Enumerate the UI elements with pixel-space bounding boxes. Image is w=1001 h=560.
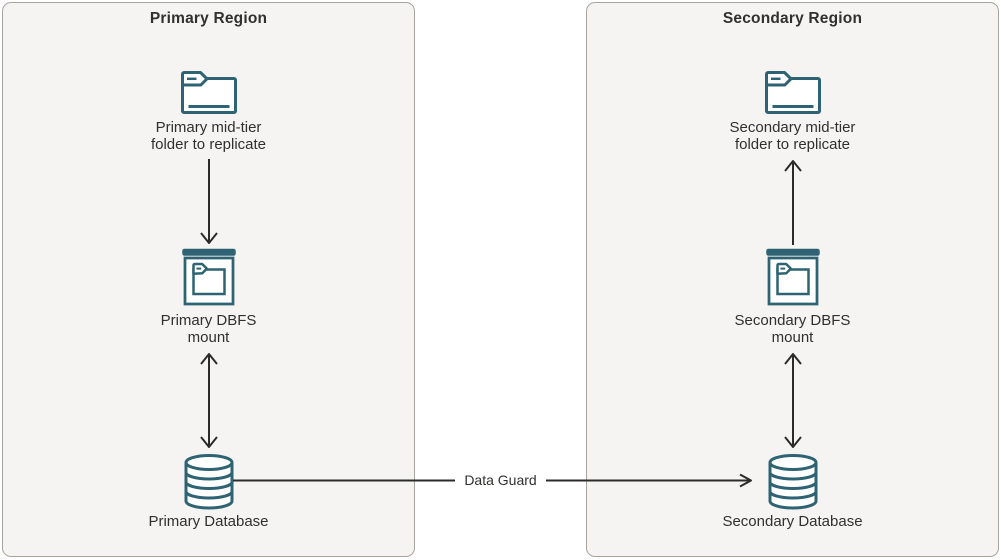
database-label: Secondary Database [587, 513, 998, 531]
database-icon [768, 454, 817, 510]
label-line: Secondary DBFS [734, 312, 851, 329]
mid-tier-folder-label: Primary mid-tier folder to replicate [3, 119, 414, 153]
arrow-up-down-icon [199, 353, 218, 448]
dbfs-mount-node [765, 248, 820, 312]
label-line: Secondary mid-tier [729, 119, 856, 136]
dbfs-mount-node [181, 248, 236, 312]
label-line: Primary mid-tier [155, 119, 262, 136]
folder-icon [180, 71, 237, 114]
data-guard-label: Data Guard [464, 472, 537, 488]
database-node [183, 453, 235, 515]
label-line: mount [187, 328, 230, 346]
label-line: Primary Database [148, 513, 269, 530]
arrow-up-icon [783, 160, 802, 245]
label-line: folder to replicate [150, 135, 267, 153]
dbfs-window-icon [765, 248, 820, 306]
dbfs-mount-label: Primary DBFS mount [3, 312, 414, 346]
database-node [767, 453, 819, 515]
dbfs-window-icon [181, 248, 236, 306]
primary-region-panel: Primary Region Primary mid-tier folder t… [2, 2, 415, 557]
label-line: Primary DBFS [160, 312, 257, 329]
database-icon [184, 454, 233, 510]
mid-tier-folder-node [764, 69, 821, 120]
mid-tier-folder-label: Secondary mid-tier folder to replicate [587, 119, 998, 153]
database-label: Primary Database [3, 513, 414, 531]
label-line: Secondary Database [722, 513, 863, 530]
folder-icon [764, 71, 821, 114]
label-line: folder to replicate [734, 135, 851, 153]
region-title: Primary Region [149, 10, 268, 27]
data-guard-connector [233, 473, 752, 488]
label-line: mount [771, 328, 814, 346]
arrow-up-down-icon [783, 353, 802, 448]
dbfs-mount-label: Secondary DBFS mount [587, 312, 998, 346]
secondary-region-panel: Secondary Region Secondary mid-tier fold… [586, 2, 999, 557]
region-title: Secondary Region [722, 10, 863, 27]
mid-tier-folder-node [180, 69, 237, 120]
arrow-down-icon [199, 159, 218, 244]
